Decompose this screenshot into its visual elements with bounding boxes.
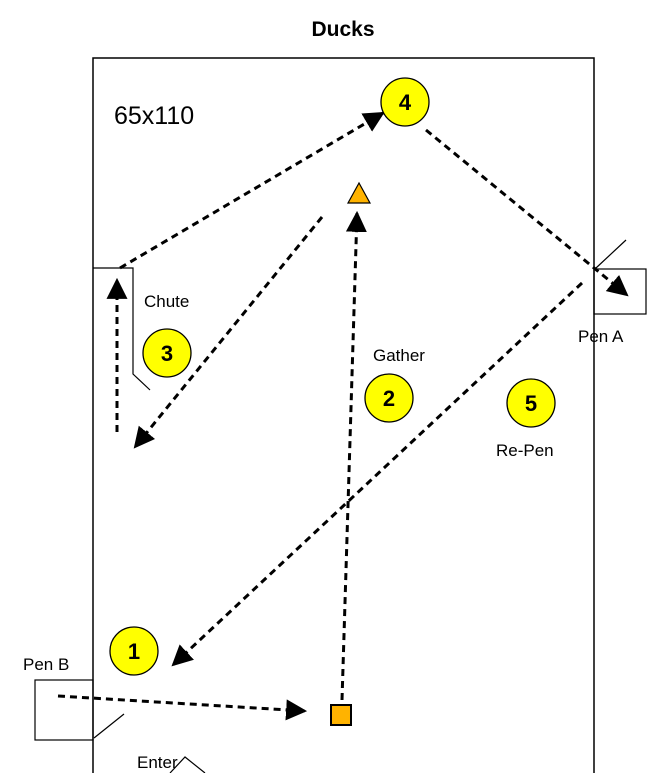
path-arrow-chute-to-4 <box>119 111 385 270</box>
pen-a-gate <box>595 239 627 269</box>
step-marker-2: 2 <box>364 373 414 423</box>
pen-a-label: Pen A <box>578 327 624 346</box>
re-pen-label: Re-Pen <box>496 441 554 460</box>
diagram-title: Ducks <box>311 18 374 41</box>
square-icon <box>330 704 352 726</box>
pen-b-label: Pen B <box>23 655 69 674</box>
gather-label: Gather <box>373 346 425 365</box>
path-arrow-4-to-pena <box>425 128 629 297</box>
chute-structure <box>93 267 151 391</box>
enter-gate <box>169 756 206 773</box>
step-marker-3: 3 <box>142 328 192 378</box>
step-number: 5 <box>525 391 537 416</box>
pen-b <box>34 679 94 741</box>
step-marker-4: 4 <box>380 77 430 127</box>
path-arrow-pena-to-1 <box>171 281 584 667</box>
enter-label: Enter <box>137 753 178 772</box>
field-boundary <box>92 57 595 773</box>
step-marker-5: 5 <box>506 378 556 428</box>
path-arrow-penb-to-square <box>57 694 308 721</box>
pen-a <box>593 268 647 315</box>
step-number: 1 <box>128 639 140 664</box>
step-number: 4 <box>399 90 412 115</box>
pen-b-gate <box>93 713 125 739</box>
field-size-label: 65x110 <box>114 102 194 130</box>
step-marker-1: 1 <box>109 626 159 676</box>
step-number: 3 <box>161 341 173 366</box>
step-number: 2 <box>383 386 395 411</box>
chute-label: Chute <box>144 292 189 311</box>
path-arrow-triangle-to-chute <box>133 216 324 449</box>
path-arrow-square-to-triangle <box>340 210 367 701</box>
triangle-icon <box>346 181 372 204</box>
